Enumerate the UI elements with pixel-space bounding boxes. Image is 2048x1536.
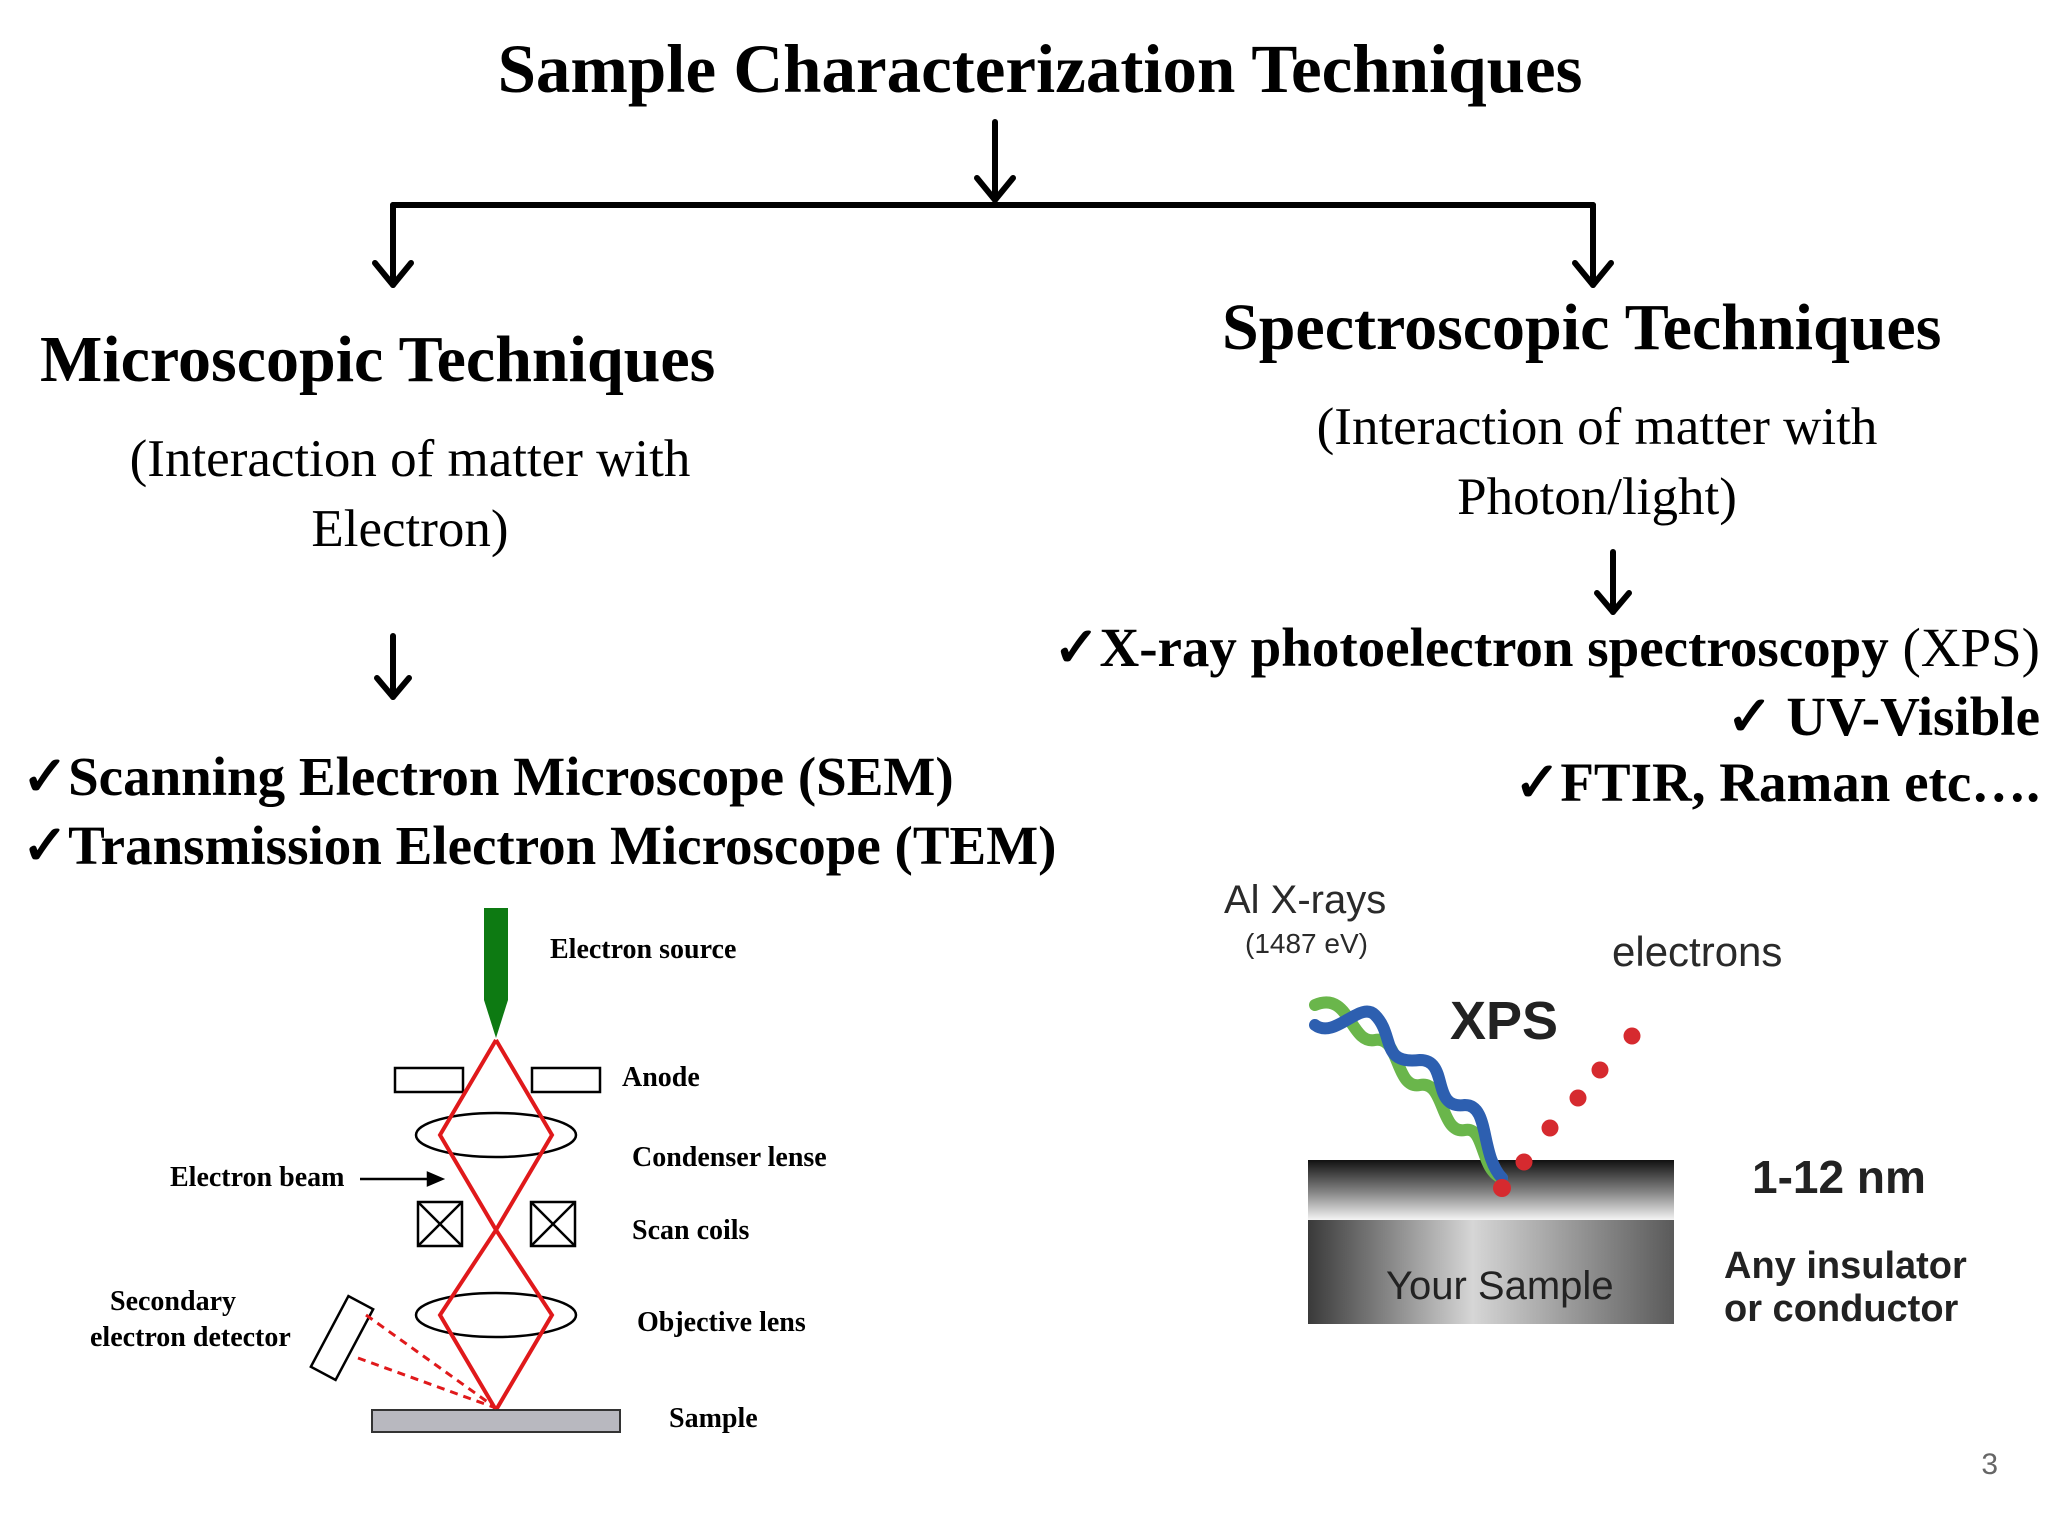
anode-left — [393, 1066, 465, 1094]
spectroscopic-subtitle: (Interaction of matter with Photon/light… — [1232, 392, 1962, 532]
scan-coil-right — [529, 1200, 577, 1248]
electron-beam-label: Electron beam — [170, 1162, 345, 1193]
item-xps-abbrev: (XPS) — [1888, 617, 2040, 678]
xray-helix-green — [1309, 996, 1508, 1184]
secondary-label-line1: Secondary — [110, 1286, 236, 1317]
objective-label: Objective lens — [637, 1307, 806, 1338]
depth-label: 1-12 nm — [1752, 1151, 1926, 1203]
microscopic-heading: Microscopic Techniques — [40, 323, 716, 396]
item-xps: ✓X-ray photoelectron spectroscopy (XPS) — [1053, 615, 2040, 679]
xps-label: XPS — [1450, 991, 1559, 1051]
secondary-label-line2: electron detector — [90, 1322, 291, 1353]
objective-lens — [414, 1291, 578, 1339]
electron-source-tip — [484, 908, 508, 1038]
microscopic-subtitle-line1: (Interaction of matter with — [129, 430, 691, 488]
electron-beam-arrow — [360, 1171, 446, 1187]
secondary-electron-rays — [357, 1313, 497, 1410]
item-xps-bold: ✓X-ray photoelectron spectroscopy — [1053, 617, 1889, 678]
tree-connector — [372, 119, 1632, 700]
item-ftir-raman: ✓FTIR, Raman etc…. — [1514, 752, 2040, 813]
item-tem: ✓Transmission Electron Microscope (TEM) — [22, 815, 1057, 876]
microscopic-subtitle: (Interaction of matter with Electron) — [60, 424, 760, 564]
item-uv-visible: ✓ UV-Visible — [1726, 686, 2040, 747]
condenser-label: Condenser lense — [632, 1142, 827, 1173]
item-sem: ✓Scanning Electron Microscope (SEM) — [22, 746, 954, 807]
xps-sample-block — [1308, 1220, 1674, 1324]
xray-helix-blue — [1309, 1005, 1508, 1184]
emitted-electrons — [1493, 1027, 1641, 1197]
electrons-label: electrons — [1612, 928, 1783, 975]
anode-right — [530, 1066, 602, 1094]
electron-beam-path — [437, 1038, 555, 1414]
sem-diagram — [309, 908, 621, 1433]
condenser-lens — [414, 1111, 578, 1159]
sample-stage — [371, 1409, 621, 1433]
electron-source-label: Electron source — [550, 934, 737, 965]
any-insulator-label: Any insulator — [1724, 1245, 1967, 1287]
sample-label: Sample — [669, 1403, 758, 1434]
or-conductor-label: or conductor — [1724, 1288, 1959, 1330]
anode-label: Anode — [622, 1062, 700, 1093]
spectroscopic-subtitle-line2: Photon/light) — [1457, 468, 1737, 526]
scan-coils-label: Scan coils — [632, 1215, 750, 1246]
scan-coil-left — [416, 1200, 464, 1248]
xps-diagram — [1308, 996, 1674, 1324]
spectroscopic-subtitle-line1: (Interaction of matter with — [1316, 398, 1878, 456]
xray-energy-label: (1487 eV) — [1245, 928, 1368, 959]
page-title: Sample Characterization Techniques — [497, 31, 1583, 107]
page-number: 3 — [1981, 1448, 1998, 1481]
al-xrays-label: Al X-rays — [1224, 878, 1387, 922]
spectroscopic-heading: Spectroscopic Techniques — [1222, 291, 1942, 364]
secondary-detector — [309, 1294, 375, 1382]
microscopic-subtitle-line2: Electron) — [311, 500, 509, 558]
your-sample-label: Your Sample — [1386, 1264, 1614, 1308]
